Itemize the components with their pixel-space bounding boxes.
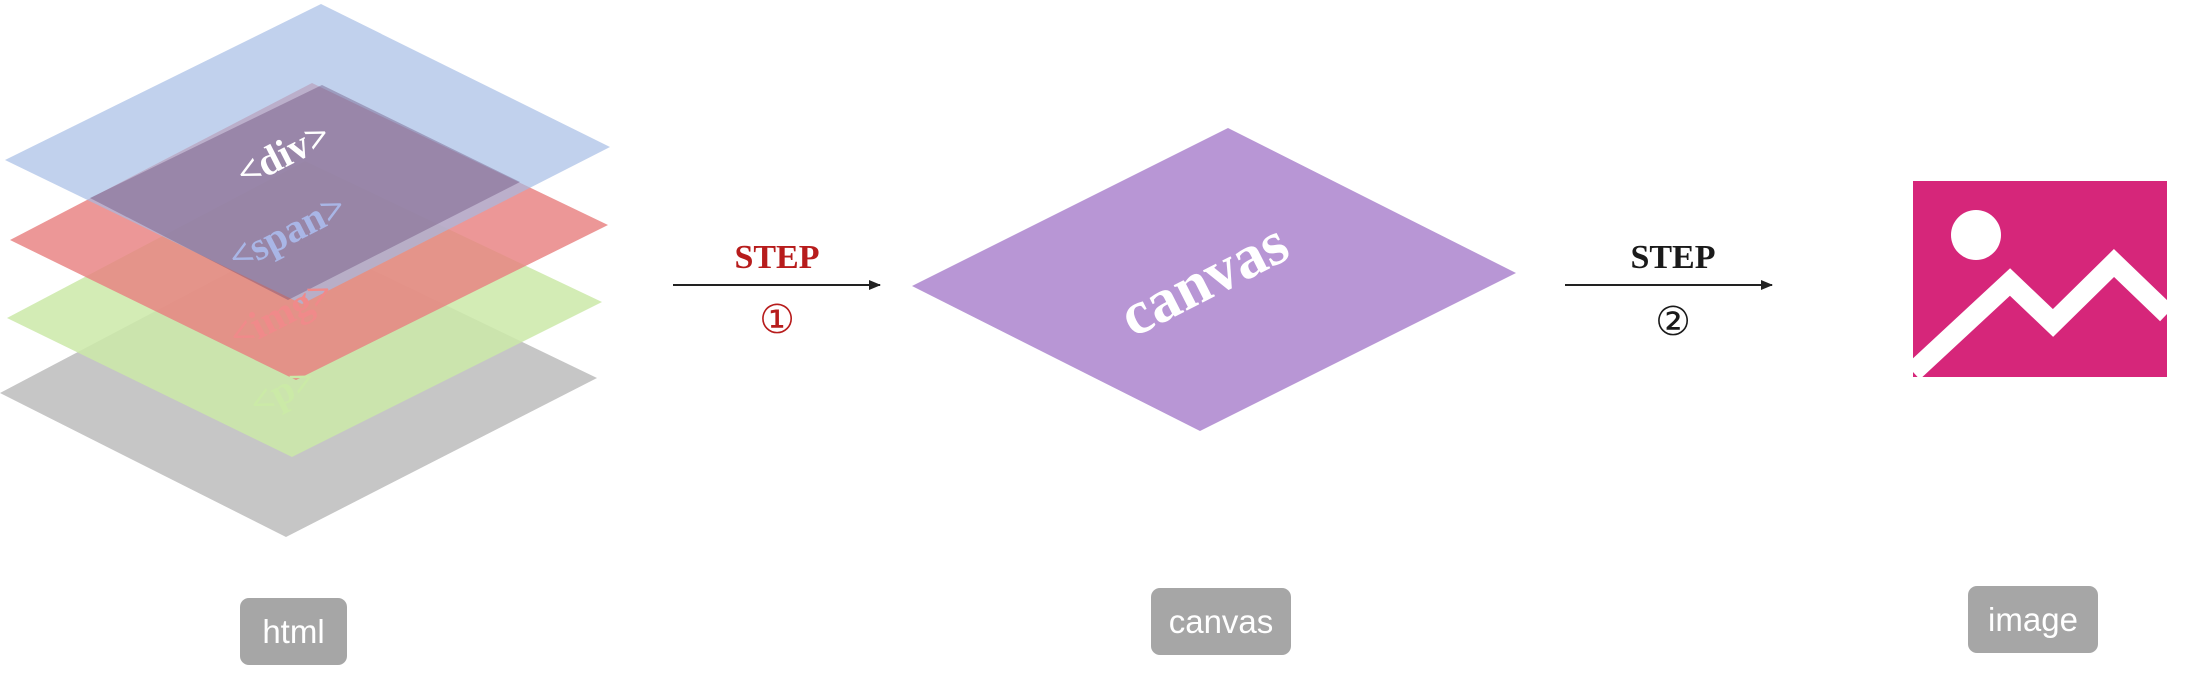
layer-overlap-region: [90, 85, 520, 300]
html-layer-stack: <div> <span> <img> <p>: [0, 4, 610, 537]
image-pill: image: [1968, 586, 2098, 653]
step-1-arrow-group: STEP ①: [673, 239, 881, 343]
html-pill: html: [240, 598, 347, 665]
canvas-pill: canvas: [1151, 588, 1291, 655]
image-icon-sun: [1951, 210, 2001, 260]
image-icon: [1906, 181, 2174, 380]
step-2-number: ②: [1655, 299, 1691, 345]
layer-div-plane: [5, 4, 610, 304]
step-1-label: STEP: [734, 239, 819, 276]
image-icon-mountains: [1906, 249, 2174, 380]
canvas-plane: [912, 128, 1516, 431]
step-2-arrow-group: STEP ②: [1565, 239, 1773, 345]
canvas-plane-group: canvas: [912, 128, 1516, 431]
step-2-label: STEP: [1630, 239, 1715, 276]
step-1-number: ①: [759, 297, 795, 343]
